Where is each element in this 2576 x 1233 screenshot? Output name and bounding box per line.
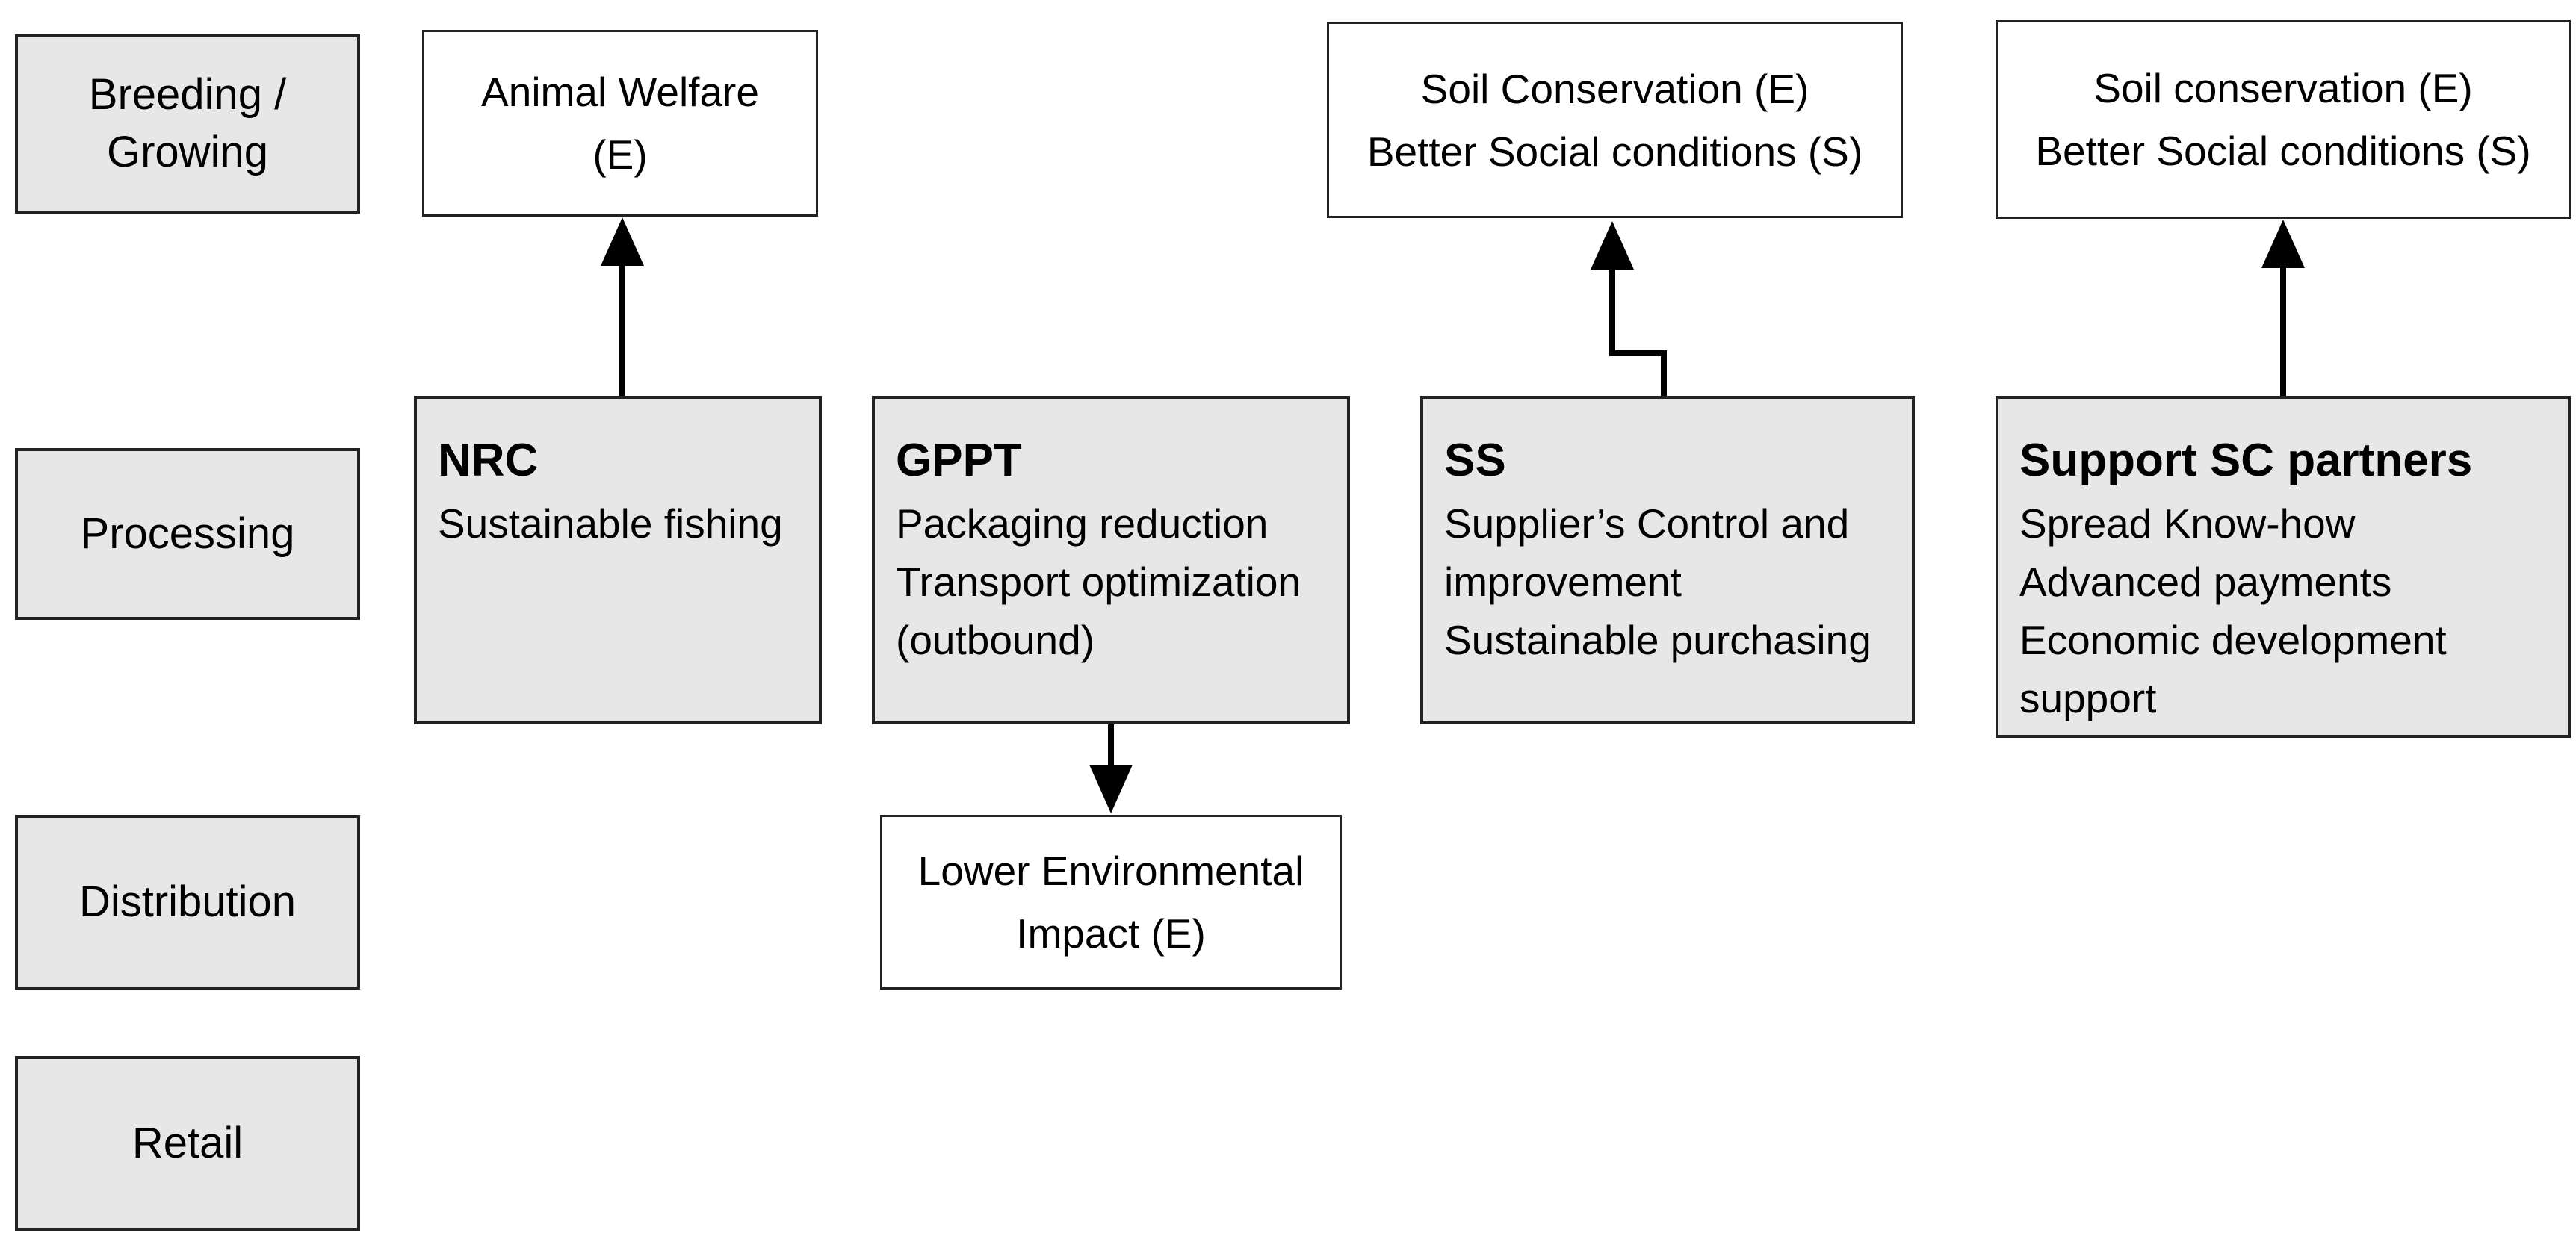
initiative-support-item: Advanced payments bbox=[2019, 559, 2392, 605]
stage-processing: Processing bbox=[15, 448, 360, 620]
stage-retail-label: Retail bbox=[131, 1118, 244, 1167]
initiative-support-item: support bbox=[2019, 675, 2157, 721]
initiative-nrc: NRC Sustainable fishing bbox=[414, 396, 822, 724]
initiative-support-item: Spread Know-how bbox=[2019, 500, 2356, 547]
outcome-soil-conservation-right-line1: Soil conservation (E) bbox=[2093, 65, 2473, 111]
initiative-ss-title: SS bbox=[1444, 435, 1506, 486]
outcome-soil-conservation-right-line2: Better Social conditions (S) bbox=[2035, 128, 2531, 174]
stage-retail: Retail bbox=[15, 1056, 360, 1231]
stage-distribution-label: Distribution bbox=[78, 877, 297, 926]
stage-breeding-growing-label: Breeding / Growing bbox=[88, 70, 287, 176]
initiative-nrc-title: NRC bbox=[438, 435, 539, 486]
initiative-ss: SS Supplier’s Control and improvement Su… bbox=[1420, 396, 1915, 724]
stage-processing-label: Processing bbox=[80, 509, 295, 558]
outcome-soil-conservation-mid: Soil Conservation (E) Better Social cond… bbox=[1327, 22, 1903, 218]
initiative-ss-item: Supplier’s Control and bbox=[1444, 500, 1850, 547]
outcome-soil-conservation-mid-line2: Better Social conditions (S) bbox=[1366, 128, 1863, 175]
outcome-soil-conservation-right: Soil conservation (E) Better Social cond… bbox=[1996, 20, 2571, 219]
arrow-nrc-to-animal-welfare bbox=[601, 217, 644, 396]
initiative-gppt: GPPT Packaging reduction Transport optim… bbox=[872, 396, 1350, 724]
initiative-nrc-item: Sustainable fishing bbox=[438, 500, 783, 547]
stage-distribution: Distribution bbox=[15, 815, 360, 990]
outcome-animal-welfare-line2: (E) bbox=[592, 131, 648, 178]
initiative-gppt-title: GPPT bbox=[896, 435, 1022, 486]
initiative-ss-item: Sustainable purchasing bbox=[1444, 617, 1871, 663]
initiative-gppt-item: (outbound) bbox=[896, 617, 1095, 663]
stage-breeding-growing: Breeding / Growing bbox=[15, 34, 360, 214]
outcome-lower-environmental-impact: Lower Environmental Impact (E) bbox=[880, 815, 1342, 990]
outcome-soil-conservation-mid-line1: Soil Conservation (E) bbox=[1420, 65, 1809, 112]
outcome-animal-welfare-line1: Animal Welfare bbox=[481, 69, 759, 115]
outcome-animal-welfare: Animal Welfare (E) bbox=[422, 30, 818, 217]
arrow-ss-to-soil-conservation bbox=[1591, 221, 1667, 397]
outcome-lower-environmental-impact-line2: Impact (E) bbox=[1016, 910, 1206, 957]
initiative-support-sc-partners-title: Support SC partners bbox=[2019, 435, 2473, 486]
outcome-lower-environmental-impact-line1: Lower Environmental bbox=[917, 848, 1304, 894]
initiative-gppt-item: Transport optimization bbox=[896, 559, 1301, 605]
arrow-gppt-to-lower-environmental-impact bbox=[1089, 724, 1133, 813]
arrow-support-to-soil-conservation bbox=[2261, 220, 2305, 396]
initiative-support-item: Economic development bbox=[2019, 617, 2447, 663]
initiative-support-sc-partners: Support SC partners Spread Know-how Adva… bbox=[1996, 396, 2571, 738]
initiative-gppt-item: Packaging reduction bbox=[896, 500, 1269, 547]
initiative-ss-item: improvement bbox=[1444, 559, 1682, 605]
